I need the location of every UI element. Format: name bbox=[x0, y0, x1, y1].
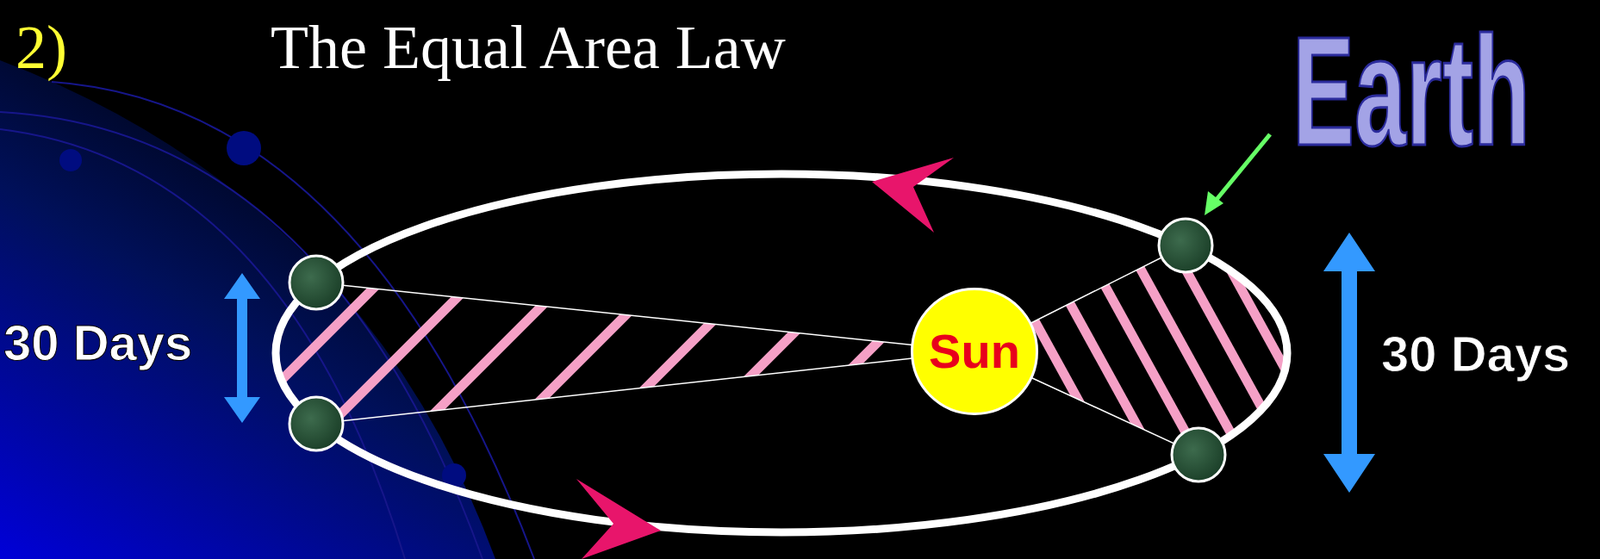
swept-area-left bbox=[86, 215, 1098, 483]
swept-area-right bbox=[842, 215, 1394, 483]
earth-symbol bbox=[289, 218, 1226, 482]
sun-label: Sun bbox=[928, 327, 1021, 376]
duration-label: 30 Days bbox=[1381, 324, 1570, 383]
sun-circle: Sun bbox=[910, 287, 1039, 416]
hatch-line bbox=[887, 215, 1035, 483]
direction-arrowhead bbox=[576, 479, 661, 559]
direction-arrowhead bbox=[871, 157, 954, 233]
title: The Equal Area Law bbox=[270, 12, 786, 84]
planet-dots bbox=[59, 130, 467, 488]
earth-label: Earth bbox=[1292, 1, 1531, 181]
orbit-ellipse bbox=[275, 174, 1288, 533]
hatch-line bbox=[1156, 215, 1304, 483]
duration-label: 30 Days bbox=[3, 313, 193, 372]
radius-lines bbox=[316, 245, 1199, 455]
section-number: 2) bbox=[15, 12, 68, 84]
hatch-line bbox=[1111, 215, 1259, 483]
hatch-line bbox=[1245, 215, 1394, 483]
hatch-line bbox=[830, 215, 1098, 483]
hatch-line bbox=[1021, 215, 1170, 483]
duration-arrow bbox=[224, 232, 1376, 493]
pointer-arrow bbox=[1204, 134, 1271, 216]
background-glow bbox=[0, 60, 496, 559]
